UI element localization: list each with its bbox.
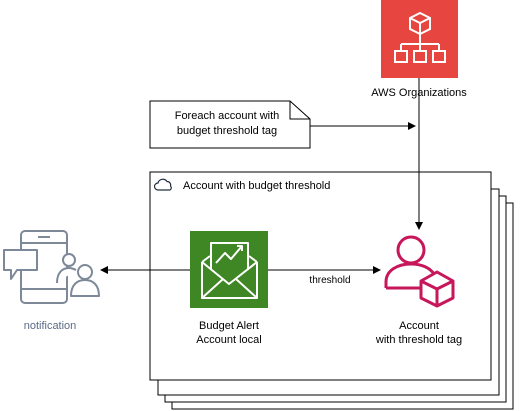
account-icon <box>384 235 455 308</box>
cloud-icon <box>153 178 175 194</box>
aws-organizations-icon <box>381 0 458 78</box>
note-line-1: Foreach account with <box>174 110 280 122</box>
budget-alert-line-1: Budget Alert <box>199 320 259 332</box>
account-group-title: Account with budget threshold <box>183 180 331 192</box>
budget-alert-line-2: Account local <box>196 334 262 346</box>
account-line-1: Account <box>399 320 439 332</box>
budget-alert-icon <box>190 231 268 308</box>
note-line-2: budget threshold tag <box>176 125 278 137</box>
notification-icon <box>3 230 100 304</box>
notification-label: notification <box>23 320 77 332</box>
edge-label-threshold: threshold <box>309 275 351 286</box>
note-shape <box>149 100 311 149</box>
aws-organizations-label: AWS Organizations <box>371 87 467 99</box>
budget-alert-label: Budget Alert Account local <box>170 319 288 347</box>
note-text: Foreach account with budget threshold ta… <box>152 109 302 139</box>
account-label: Account with threshold tag <box>360 319 478 347</box>
account-line-2: with threshold tag <box>375 334 463 346</box>
connectors <box>100 78 423 274</box>
